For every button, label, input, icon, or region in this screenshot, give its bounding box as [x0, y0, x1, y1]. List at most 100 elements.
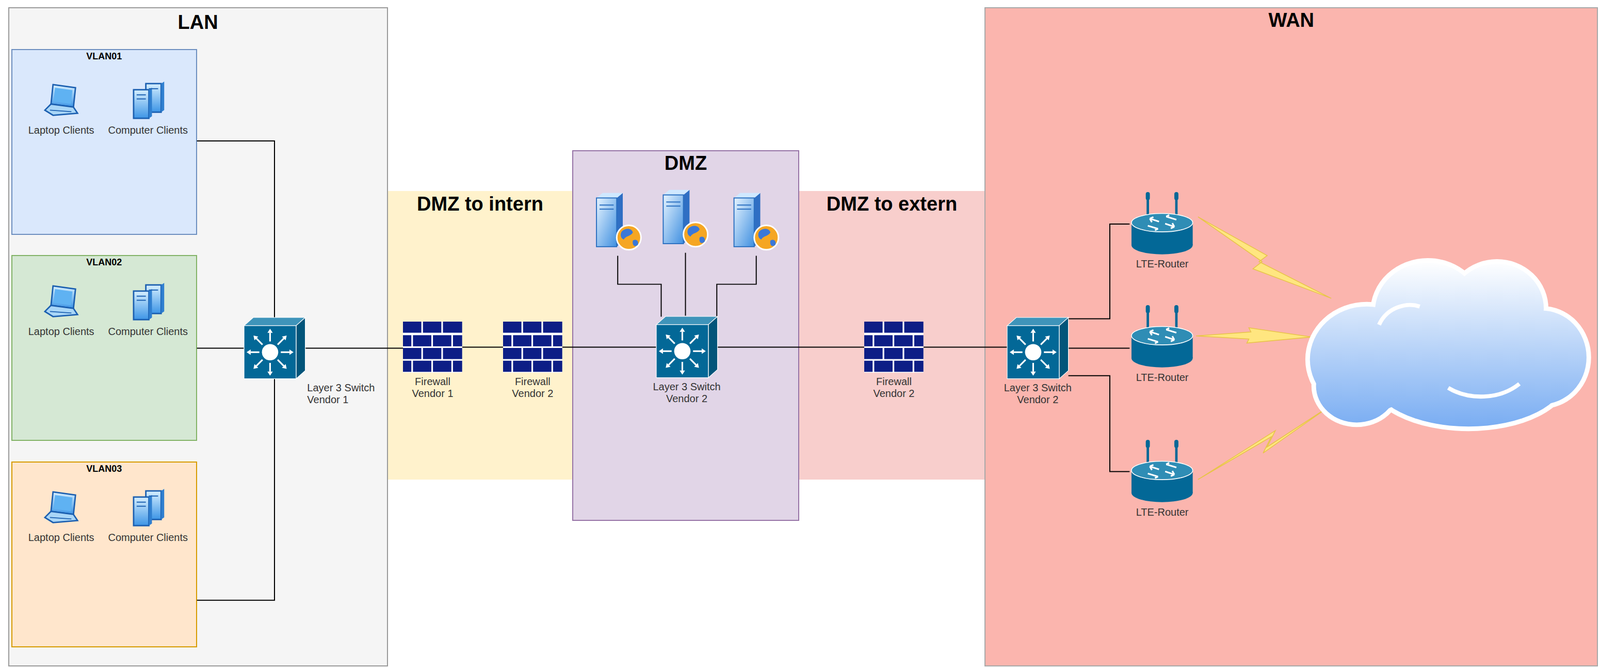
- firewall-icon-part: [884, 347, 903, 360]
- computer-clients: Computer Clients: [130, 282, 166, 322]
- laptop-clients-icon-part: [44, 511, 78, 523]
- layer3-switch-icon-part: [665, 362, 671, 368]
- laptop-clients-icon-part: [53, 494, 73, 512]
- lte-router-icon-part: [1166, 328, 1177, 333]
- layer3-switch-icon-part: [658, 348, 664, 354]
- firewall-icon-part: [423, 347, 442, 360]
- layer3-switch-icon-part: [1025, 343, 1042, 361]
- wan-zone-illustration-part: [1198, 405, 1332, 480]
- layer3-switch-icon-part: [1030, 328, 1036, 333]
- lte-router-icon-part: [1148, 338, 1159, 344]
- dmz-zone-illustration-part: [758, 228, 771, 240]
- zone-title: WAN: [985, 9, 1597, 32]
- lte-router-icon-part: [1145, 191, 1151, 201]
- computer-clients-icon-part: [149, 495, 159, 497]
- layer3-switch-icon-part: [656, 324, 709, 378]
- device-label: Firewall Vendor 2: [504, 375, 561, 400]
- firewall-icon-part: [553, 360, 563, 373]
- firewall-icon-part: [512, 334, 532, 347]
- firewall-icon-part: [894, 334, 913, 347]
- laptop-clients-icon-part: [51, 285, 76, 309]
- lte-router-icon-part: [1165, 336, 1175, 342]
- firewall: Firewall Vendor 2: [864, 321, 924, 373]
- dmz-zone-illustration-part: [683, 221, 708, 247]
- firewall-icon-part: [523, 321, 542, 333]
- zone-title: DMZ to extern: [800, 192, 984, 216]
- lte-router-icon: [1129, 304, 1195, 370]
- layer3-switch-icon-part: [253, 335, 258, 341]
- layer3-switch-icon-part: [689, 337, 697, 344]
- computer-clients-icon: [130, 282, 166, 322]
- computer-clients-icon-part: [160, 282, 165, 314]
- lte-router-icon-part: [1148, 473, 1159, 479]
- connector-line: [462, 346, 504, 348]
- lte-router-icon-part: [1150, 216, 1160, 222]
- dmz-zone-illustration-part: [599, 204, 614, 206]
- layer3-switch-icon-part: [668, 337, 675, 344]
- layer3-switch-icon-part: [244, 325, 297, 379]
- layer3-switch-icon: [244, 317, 306, 379]
- connector-line: [304, 347, 403, 349]
- firewall-icon-part: [503, 321, 522, 333]
- dmz-zone-illustration-part: [734, 192, 779, 250]
- device-label: Computer Clients: [108, 124, 189, 137]
- lte-router-icon-part: [1174, 304, 1179, 314]
- lte-router: LTE-Router: [1129, 191, 1195, 257]
- lte-router-icon-part: [1174, 439, 1179, 448]
- dmz-zone-illustration-part: [666, 205, 681, 207]
- dmz-zone-illustration-part: [737, 204, 752, 206]
- layer3-switch-icon-part: [281, 335, 287, 341]
- dmz-zone-illustration-part: [596, 192, 624, 198]
- firewall-icon-part: [864, 321, 883, 333]
- firewall-icon-part: [443, 321, 463, 333]
- lte-router-icon-part: [1165, 222, 1175, 229]
- lte-router-icon: [1129, 439, 1195, 505]
- laptop-clients: Laptop Clients: [43, 283, 79, 321]
- computer-clients-icon-part: [149, 289, 159, 291]
- vlan-box: VLAN02Laptop ClientsComputer Clients: [11, 254, 198, 441]
- laptop-clients-icon-part: [53, 288, 73, 306]
- wan-zone-illustration-part: [1316, 348, 1398, 423]
- device-label: Laptop Clients: [28, 325, 95, 338]
- layer3-switch-icon-part: [693, 362, 699, 368]
- connector-line: [1068, 375, 1130, 472]
- layer3-switch-icon-part: [289, 349, 294, 355]
- layer3-switch: Layer 3 Switch Vendor 2: [656, 316, 718, 378]
- layer3-switch-icon-part: [280, 351, 290, 353]
- device-label: Laptop Clients: [28, 531, 95, 544]
- wan-zone-illustration-part: [1448, 383, 1520, 397]
- lan-zone: LANVLAN01Laptop ClientsComputer ClientsV…: [8, 7, 389, 667]
- layer3-switch-icon-part: [679, 327, 685, 332]
- computer-clients-icon: [130, 81, 166, 121]
- dmz-zone-illustration-part: [754, 224, 779, 250]
- layer3-switch-icon-part: [256, 338, 263, 345]
- dmz-zone-illustration-part: [734, 197, 755, 247]
- firewall-icon-part: [914, 360, 924, 373]
- lte-router-icon-part: [1131, 461, 1193, 480]
- connector-line: [197, 347, 245, 349]
- lte-router-icon: [1129, 191, 1195, 257]
- dmz-zone-illustration-part: [599, 208, 614, 210]
- layer3-switch-icon-part: [681, 331, 684, 341]
- laptop-clients-icon-part: [51, 491, 76, 515]
- computer-clients-icon-part: [136, 295, 147, 297]
- firewall-icon-part: [402, 321, 422, 333]
- vlan-box: VLAN03Laptop ClientsComputer Clients: [11, 461, 198, 648]
- laptop-clients-icon-part: [44, 304, 78, 317]
- laptop-clients-icon-part: [50, 311, 72, 313]
- lte-router: LTE-Router: [1129, 304, 1195, 370]
- dmz-zone-illustration-part: [663, 189, 708, 247]
- vlan-title: VLAN01: [12, 51, 197, 62]
- computer-clients-icon-part: [133, 89, 150, 119]
- lte-router-icon-part: [1148, 225, 1159, 231]
- firewall-icon-part: [503, 334, 512, 347]
- layer3-switch-icon-part: [689, 358, 697, 365]
- dmz-zone-illustration-part: [666, 201, 681, 203]
- firewall-icon-part: [432, 334, 452, 347]
- layer3-switch-icon-part: [1016, 363, 1022, 369]
- lte-router-icon-part: [1131, 213, 1193, 232]
- connector-line: [197, 140, 275, 318]
- layer3-switch-icon-part: [663, 350, 672, 352]
- wan-zone-illustration-part: [1371, 328, 1565, 427]
